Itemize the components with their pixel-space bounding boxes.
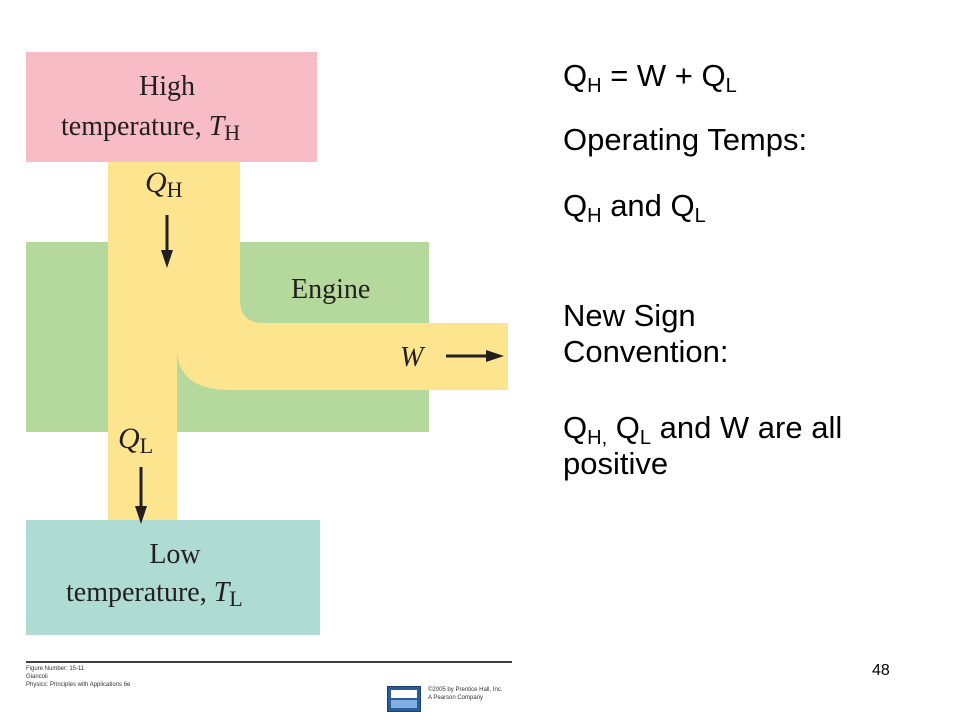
energy-balance-equation: QH = W + QL bbox=[563, 58, 737, 97]
heat-engine-diagram: High temperature, TH Engine Low temperat… bbox=[26, 52, 512, 663]
hot-reservoir-label-line2: temperature, TH bbox=[61, 111, 240, 145]
cold-reservoir-label-line2: temperature, TL bbox=[66, 577, 243, 611]
engine-label: Engine bbox=[291, 274, 370, 305]
slide-number: 48 bbox=[872, 662, 890, 679]
cold-reservoir-box bbox=[26, 520, 320, 635]
figure-number-credit: Figure Number: 15-11 bbox=[26, 666, 85, 672]
work-arrow-icon bbox=[446, 350, 504, 362]
cold-reservoir-label-line1: Low bbox=[149, 539, 201, 570]
q-hot-arrow-icon bbox=[161, 215, 173, 268]
publisher-logo bbox=[387, 686, 421, 712]
q-cold-label: QL bbox=[118, 422, 153, 458]
copyright-line1: ©2005 by Prentice Hall, Inc. bbox=[428, 687, 503, 693]
book-credit: Physics: Principles with Applications 6e bbox=[26, 682, 131, 688]
hot-reservoir-label-line1: High bbox=[139, 71, 195, 102]
operating-temps-heading: Operating Temps: bbox=[563, 122, 808, 157]
q-cold-arrow-icon bbox=[135, 467, 147, 524]
sign-convention-detail: QH, QL and W are all positive bbox=[563, 410, 843, 481]
author-credit: Giancoli bbox=[26, 674, 48, 680]
hot-reservoir-box bbox=[26, 52, 317, 162]
copyright-line2: A Pearson Company bbox=[428, 695, 484, 701]
operating-temps-detail: QH and QL bbox=[563, 188, 706, 227]
heat-flow-band bbox=[108, 162, 508, 520]
sign-convention-heading: New Sign Convention: bbox=[563, 298, 729, 369]
q-hot-label: QH bbox=[145, 166, 183, 202]
work-label: W bbox=[400, 342, 426, 373]
